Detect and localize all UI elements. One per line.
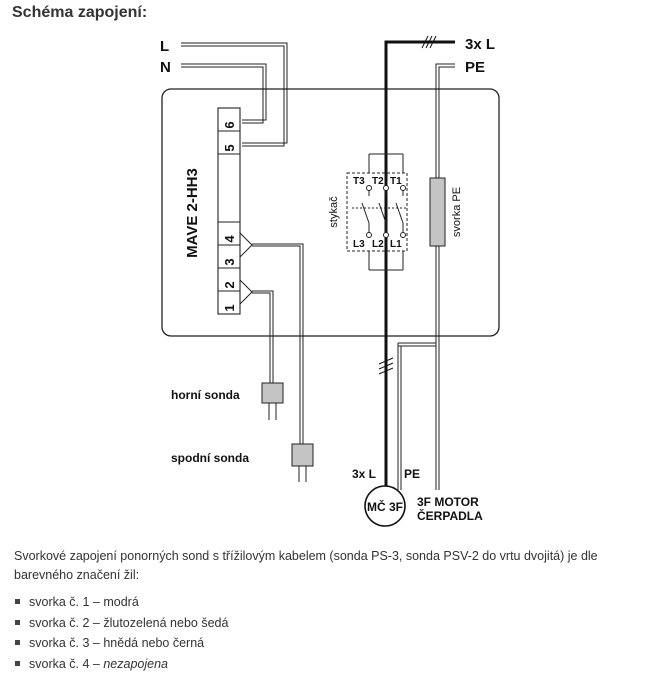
- motor-title-line1: 3F MOTOR: [417, 495, 479, 509]
- lower-probe-label: spodní sonda: [171, 451, 249, 465]
- contactor: T3 T2 T1 L3 L2 L1: [346, 153, 408, 271]
- contactor-l1: L1: [390, 239, 402, 250]
- pe-terminal: [429, 177, 446, 247]
- description-text: Svorkové zapojení ponorných sond s tříži…: [14, 549, 598, 582]
- list-item: svorka č. 4 – nezapojena: [14, 654, 228, 675]
- terminal-strip: 6 5 4 3 2 1: [217, 107, 241, 315]
- list-item-italic-text: nezapojena: [103, 656, 168, 671]
- contactor-label: stykač: [328, 196, 340, 228]
- wire-color-list: svorka č. 1 – modrá svorka č. 2 – žlutoz…: [14, 592, 228, 674]
- bullet-square-icon: [15, 660, 20, 666]
- list-item-text: svorka č. 1 – modrá: [29, 595, 139, 609]
- pe-terminal-label: svorka PE: [451, 187, 463, 237]
- supply-n-label: N: [160, 59, 171, 76]
- motor-title-line2: ČERPADLA: [417, 508, 483, 523]
- list-item: svorka č. 3 – hnědá nebo černá: [14, 633, 228, 654]
- bullet-square-icon: [15, 599, 20, 605]
- terminal-3: 3: [222, 258, 237, 265]
- list-item-text: svorka č. 4 –: [29, 656, 104, 671]
- terminal-2: 2: [222, 281, 237, 288]
- device-name: MAVE 2-HH3: [184, 168, 201, 258]
- contactor-t2: T2: [372, 176, 384, 187]
- supply-phase-label: 3x L: [465, 36, 495, 53]
- control-box: [161, 88, 500, 337]
- lower-probe: [291, 443, 314, 482]
- motor-pe-label: PE: [404, 467, 420, 481]
- terminal-4: 4: [222, 235, 237, 243]
- motor-symbol: [364, 485, 406, 527]
- contactor-l2: L2: [372, 239, 384, 250]
- supply-wires: [181, 42, 288, 147]
- bullet-square-icon: [15, 640, 20, 646]
- terminal-5: 5: [222, 144, 237, 151]
- motor-symbol-label: MČ 3F: [367, 499, 403, 514]
- list-item-text: svorka č. 2 – žlutozelená nebo šedá: [29, 615, 229, 630]
- supply-l-label: L: [160, 38, 169, 55]
- supply-pe-label: PE: [465, 59, 485, 76]
- bullet-square-icon: [15, 619, 20, 625]
- contactor-t1: T1: [390, 176, 402, 187]
- wiring-diagram: L N 6 5 4 3 2 1 MAVE 2-HH3 horní sonda s…: [160, 35, 500, 527]
- list-item-text: svorka č. 3 – hnědá nebo černá: [29, 636, 205, 650]
- upper-probe: [261, 382, 284, 420]
- list-item: svorka č. 1 – modrá: [14, 592, 228, 613]
- contactor-l3: L3: [353, 239, 365, 250]
- list-item: svorka č. 2 – žlutozelená nebo šedá: [14, 613, 228, 634]
- section-heading: Schéma zapojení:: [12, 4, 148, 21]
- contactor-t3: T3: [353, 176, 365, 187]
- upper-probe-label: horní sonda: [171, 388, 240, 402]
- terminal-6: 6: [222, 121, 237, 128]
- motor-phase-label: 3x L: [352, 467, 376, 481]
- terminal-1: 1: [222, 304, 237, 311]
- three-phase-line: [378, 35, 455, 488]
- pe-line: [397, 63, 455, 490]
- probe-wires: [239, 232, 304, 444]
